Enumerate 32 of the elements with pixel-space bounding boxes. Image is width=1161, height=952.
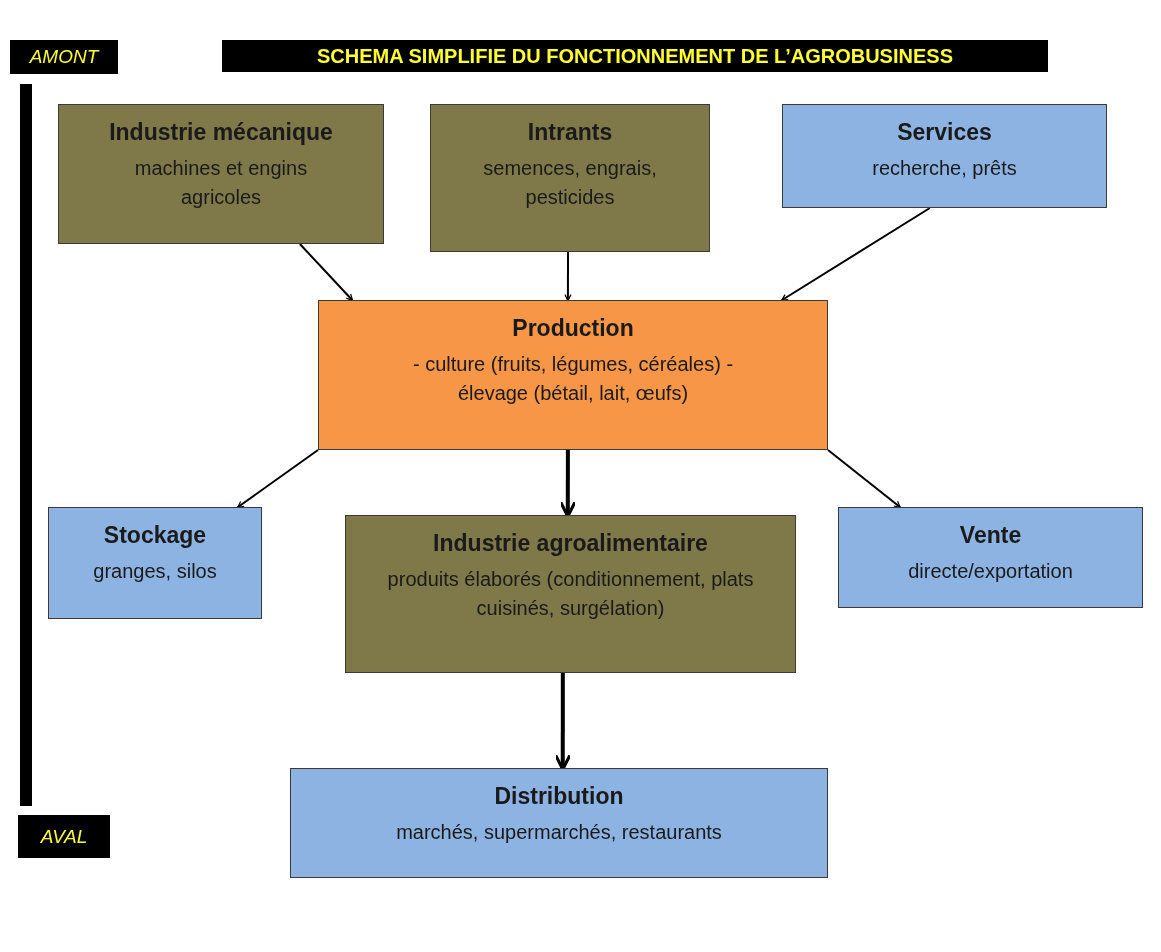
process-box [782,104,1107,208]
stage-label: AMONT [10,40,118,74]
box-text: granges, silos [92,559,218,584]
process-box [430,104,710,252]
box-heading: Production [512,315,634,342]
arrow [781,207,931,301]
title-banner: SCHEMA SIMPLIFIE DU FONCTIONNEMENT DE L’AGROBUSINESS [222,40,1048,72]
process-box [290,768,828,878]
box-text: produits élaborés (conditionnement, plats cuisinés, surgélation) [386,567,755,621]
box-heading: Industrie agroalimentaire [433,530,708,557]
box-heading: Industrie mécanique [109,119,333,146]
arrow [298,243,354,302]
box-heading: Stockage [103,522,207,549]
stage-label: AVAL [18,815,110,858]
box-text: marchés, supermarchés, restaurants [395,820,723,845]
box-text: - culture (fruits, légumes, céréales) - élevage (bétail, lait, œufs) [411,352,735,406]
arrow [236,449,319,508]
box-text: directe/exportation [907,559,1074,584]
box-heading: Intrants [527,119,613,146]
process-box [318,300,828,450]
box-text: recherche, prêts [871,156,1018,181]
process-box [48,507,262,619]
process-box [345,515,796,673]
box-text: semences, engrais, pesticides [482,156,658,210]
box-heading: Vente [959,522,1022,549]
arrow [827,449,901,508]
process-box [838,507,1143,608]
box-text: machines et engins agricoles [133,156,309,210]
process-box [58,104,384,244]
arrow [564,251,572,302]
box-heading: Distribution [494,783,624,810]
box-heading: Services [897,119,992,146]
